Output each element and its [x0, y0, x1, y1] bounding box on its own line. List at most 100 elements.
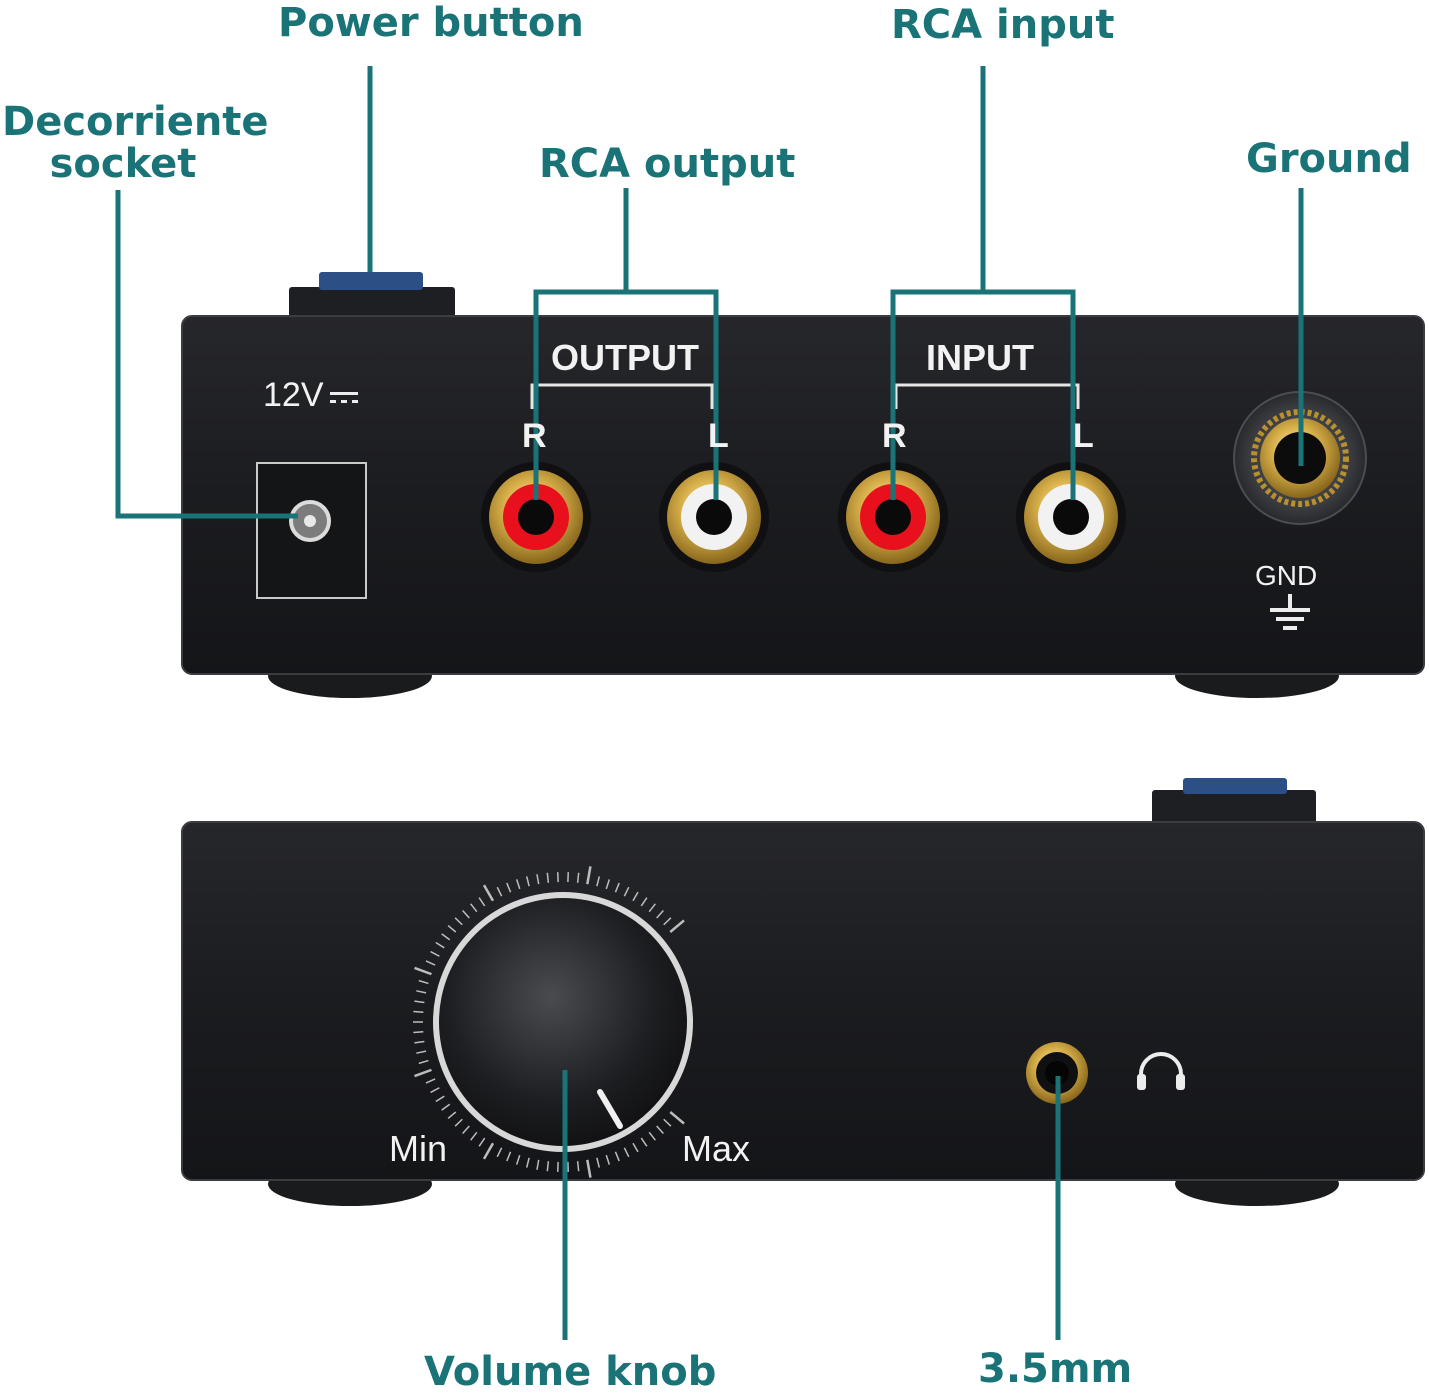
scale-tick	[596, 1157, 601, 1168]
headphones-icon	[1137, 1052, 1185, 1090]
dc-voltage-label: 12V	[263, 376, 324, 414]
dc-socket-callout-line1: Decorriente	[2, 99, 269, 145]
volume-knob[interactable]	[433, 892, 693, 1152]
rca-output-right-jack[interactable]	[481, 462, 591, 572]
scale-tick	[482, 884, 495, 902]
power-button[interactable]	[319, 272, 423, 290]
volume-scale-ticks	[413, 866, 685, 1178]
scale-tick	[596, 876, 601, 887]
scale-tick	[648, 903, 656, 913]
scale-tick	[640, 1137, 648, 1147]
output-bracket	[530, 383, 714, 409]
scale-tick	[418, 1059, 429, 1065]
dc-socket-callout: Decorriente socket	[2, 99, 269, 187]
scale-tick	[454, 1118, 463, 1127]
scale-tick	[536, 1159, 540, 1170]
scale-tick	[430, 1087, 440, 1094]
scale-tick	[663, 917, 672, 926]
scale-tick	[576, 872, 580, 883]
rca-input-callout: RCA input	[891, 2, 1115, 48]
scale-tick	[586, 866, 592, 885]
dc-socket-callout-line2: socket	[49, 141, 197, 187]
scale-tick	[425, 1078, 436, 1084]
power-button-callout: Power button	[278, 0, 584, 46]
scale-tick	[525, 1157, 530, 1168]
scale-tick	[413, 1010, 424, 1013]
scale-tick	[478, 897, 486, 907]
rca-output-left-jack[interactable]	[659, 462, 769, 572]
scale-tick	[496, 1147, 503, 1158]
scale-tick	[506, 1151, 512, 1162]
scale-tick	[546, 1161, 550, 1172]
scale-tick	[414, 1000, 425, 1004]
ground-callout: Ground	[1246, 136, 1412, 182]
scale-tick	[462, 910, 470, 919]
output-left-label: L	[708, 417, 729, 455]
scale-tick	[546, 872, 550, 883]
scale-tick	[414, 1068, 432, 1078]
scale-tick	[447, 1111, 457, 1119]
rca-input-right-jack[interactable]	[838, 462, 948, 572]
scale-tick	[418, 979, 429, 985]
scale-tick	[413, 1031, 424, 1034]
scale-tick	[447, 925, 457, 933]
scale-tick	[663, 1118, 672, 1127]
scale-tick	[430, 950, 440, 957]
ground-label: GND	[1255, 560, 1318, 591]
input-left-label: L	[1073, 417, 1094, 455]
scale-tick	[576, 1161, 580, 1172]
scale-tick	[414, 966, 432, 976]
scale-tick	[632, 891, 639, 902]
dc-power-icon	[330, 392, 358, 403]
front-chassis	[182, 822, 1424, 1180]
scale-tick	[623, 1147, 630, 1158]
scale-tick	[669, 1111, 685, 1125]
scale-tick	[470, 903, 478, 913]
scale-tick	[506, 882, 512, 893]
scale-tick	[416, 990, 427, 994]
scale-tick	[414, 1040, 425, 1044]
scale-tick	[605, 879, 611, 890]
volume-min-label: Min	[389, 1128, 448, 1169]
scale-tick	[435, 1095, 445, 1103]
scale-tick	[640, 897, 648, 907]
scale-tick	[648, 1131, 656, 1141]
scale-tick	[515, 879, 521, 890]
input-bracket	[894, 383, 1080, 409]
scale-tick	[632, 1142, 639, 1153]
scale-tick	[470, 1131, 478, 1141]
scale-tick	[441, 933, 451, 941]
power-button-housing	[289, 287, 455, 321]
ground-symbol-icon	[1270, 594, 1310, 630]
scale-tick	[605, 1154, 611, 1165]
scale-tick	[425, 960, 436, 966]
scale-tick	[536, 874, 540, 885]
volume-knob-callout: Volume knob	[424, 1349, 717, 1395]
scale-tick	[454, 917, 463, 926]
scale-tick	[435, 941, 445, 949]
scale-tick	[482, 1142, 495, 1160]
scale-tick	[656, 910, 664, 919]
callout-lines	[115, 66, 1304, 1340]
scale-tick	[515, 1154, 521, 1165]
headphone-jack-3.5mm[interactable]	[1026, 1042, 1088, 1104]
scale-tick	[441, 1103, 451, 1111]
rear-chassis	[182, 316, 1424, 674]
input-group-label: INPUT	[926, 337, 1034, 378]
input-right-label: R	[882, 417, 907, 455]
front-power-button-housing	[1152, 790, 1316, 826]
front-power-button[interactable]	[1183, 778, 1287, 794]
rca-input-left-jack[interactable]	[1016, 462, 1126, 572]
jack-3.5mm-callout: 3.5mm	[978, 1346, 1133, 1392]
front-panel	[181, 778, 1425, 1206]
scale-tick	[478, 1137, 486, 1147]
scale-tick	[656, 1125, 664, 1134]
output-right-label: R	[522, 417, 547, 455]
scale-tick	[586, 1159, 592, 1178]
scale-tick	[669, 919, 685, 933]
volume-max-label: Max	[682, 1128, 751, 1169]
scale-tick	[462, 1125, 470, 1134]
rca-output-callout: RCA output	[539, 141, 796, 187]
scale-tick	[614, 1151, 620, 1162]
